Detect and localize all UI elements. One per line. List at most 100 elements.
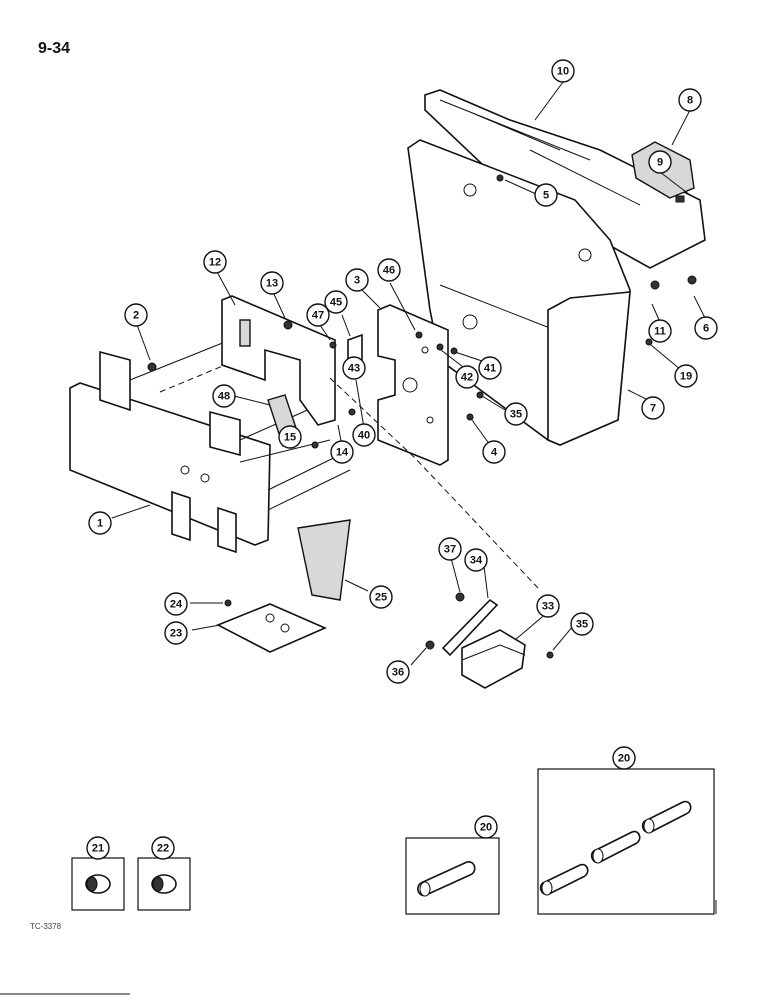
- callout-circle: [464, 548, 488, 572]
- mounting-plate-3-part[interactable]: [377, 304, 449, 466]
- callout-circle: [306, 303, 330, 327]
- callout-circle: [88, 511, 112, 535]
- callout-label: 47: [312, 310, 324, 322]
- callout-label: 20: [618, 753, 630, 765]
- callout-label: 48: [218, 391, 230, 403]
- callout-label: 21: [92, 843, 104, 855]
- callout-c12[interactable]: 12: [203, 250, 227, 274]
- callout-c22[interactable]: 22: [151, 836, 175, 860]
- callout-c40[interactable]: 40: [352, 423, 376, 447]
- callout-circle: [352, 423, 376, 447]
- callout-circle: [570, 612, 594, 636]
- callout-label: 42: [461, 372, 473, 384]
- callout-c25[interactable]: 25: [369, 585, 393, 609]
- callout-label: 5: [543, 190, 549, 202]
- callout-label: 35: [510, 409, 522, 421]
- kit-box-20-single[interactable]: [405, 837, 500, 915]
- callout-circle: [648, 319, 672, 343]
- callout-circle: [278, 425, 302, 449]
- callout-c33[interactable]: 33: [536, 594, 560, 618]
- callout-label: 37: [444, 544, 456, 556]
- callout-c7[interactable]: 7: [641, 396, 665, 420]
- callout-c36[interactable]: 36: [386, 660, 410, 684]
- callout-c43[interactable]: 43: [342, 356, 366, 380]
- callout-label: 8: [687, 95, 693, 107]
- callout-c10[interactable]: 10: [551, 59, 575, 83]
- callout-c46[interactable]: 46: [377, 258, 401, 282]
- callout-circle: [482, 440, 506, 464]
- callout-circle: [694, 316, 718, 340]
- callout-c20a[interactable]: 20: [474, 815, 498, 839]
- callout-label: 46: [383, 265, 395, 277]
- callout-c8[interactable]: 8: [678, 88, 702, 112]
- callout-label: 22: [157, 843, 169, 855]
- callout-c41[interactable]: 41: [478, 356, 502, 380]
- callout-c20b[interactable]: 20: [612, 746, 636, 770]
- callout-circle: [342, 356, 366, 380]
- callout-circle: [86, 836, 110, 860]
- callout-c23[interactable]: 23: [164, 621, 188, 645]
- callout-c5[interactable]: 5: [534, 183, 558, 207]
- callout-label: 10: [557, 66, 569, 78]
- callout-label: 40: [358, 430, 370, 442]
- callout-circle: [612, 746, 636, 770]
- callout-label: 9: [657, 157, 663, 169]
- pad-25-part[interactable]: [297, 519, 351, 601]
- callout-label: 7: [650, 403, 656, 415]
- callout-c14[interactable]: 14: [330, 440, 354, 464]
- callout-circle: [212, 384, 236, 408]
- callout-label: 15: [284, 432, 296, 444]
- callout-c2[interactable]: 2: [124, 303, 148, 327]
- kit-box-20-triple[interactable]: [537, 768, 715, 915]
- callout-label: 25: [375, 592, 387, 604]
- callout-c37[interactable]: 37: [438, 537, 462, 561]
- figure-code: TC-3378: [30, 922, 62, 931]
- callout-c11[interactable]: 11: [648, 319, 672, 343]
- callout-circle: [674, 364, 698, 388]
- callout-c48[interactable]: 48: [212, 384, 236, 408]
- callout-c42[interactable]: 42: [455, 365, 479, 389]
- callout-circle: [534, 183, 558, 207]
- mounting-plate-12-part[interactable]: [221, 295, 336, 426]
- callout-label: 35: [576, 619, 588, 631]
- callout-c15[interactable]: 15: [278, 425, 302, 449]
- callout-c13[interactable]: 13: [260, 271, 284, 295]
- callout-circle: [551, 59, 575, 83]
- callout-label: 11: [654, 326, 666, 338]
- plate-23-part[interactable]: [216, 603, 328, 653]
- callout-c21[interactable]: 21: [86, 836, 110, 860]
- callout-circle: [678, 88, 702, 112]
- callout-c1[interactable]: 1: [88, 511, 112, 535]
- callout-c45[interactable]: 45: [324, 290, 348, 314]
- callout-c19[interactable]: 19: [674, 364, 698, 388]
- callout-label: 20: [480, 822, 492, 834]
- callout-circle: [377, 258, 401, 282]
- callout-c3[interactable]: 3: [345, 268, 369, 292]
- callout-c34[interactable]: 34: [464, 548, 488, 572]
- callout-label: 6: [703, 323, 709, 335]
- callout-circle: [536, 594, 560, 618]
- callout-circle: [478, 356, 502, 380]
- cushion-33-part[interactable]: [461, 629, 526, 689]
- callout-c35b[interactable]: 35: [570, 612, 594, 636]
- kit-box-22[interactable]: [137, 857, 191, 911]
- callout-circle: [164, 621, 188, 645]
- page-number: 9-34: [38, 40, 71, 57]
- callout-c4[interactable]: 4: [482, 440, 506, 464]
- callout-circle: [164, 592, 188, 616]
- callout-c6[interactable]: 6: [694, 316, 718, 340]
- kit-box-21[interactable]: [71, 857, 125, 911]
- callout-circle: [369, 585, 393, 609]
- callout-circle: [203, 250, 227, 274]
- callout-label: 2: [133, 310, 139, 322]
- callout-label: 43: [348, 363, 360, 375]
- callout-label: 12: [209, 257, 221, 269]
- callout-circle: [504, 402, 528, 426]
- callout-circle: [324, 290, 348, 314]
- callout-c35a[interactable]: 35: [504, 402, 528, 426]
- callout-c9[interactable]: 9: [648, 150, 672, 174]
- bracket-34-part[interactable]: [441, 598, 499, 657]
- callout-c47[interactable]: 47: [306, 303, 330, 327]
- callout-c24[interactable]: 24: [164, 592, 188, 616]
